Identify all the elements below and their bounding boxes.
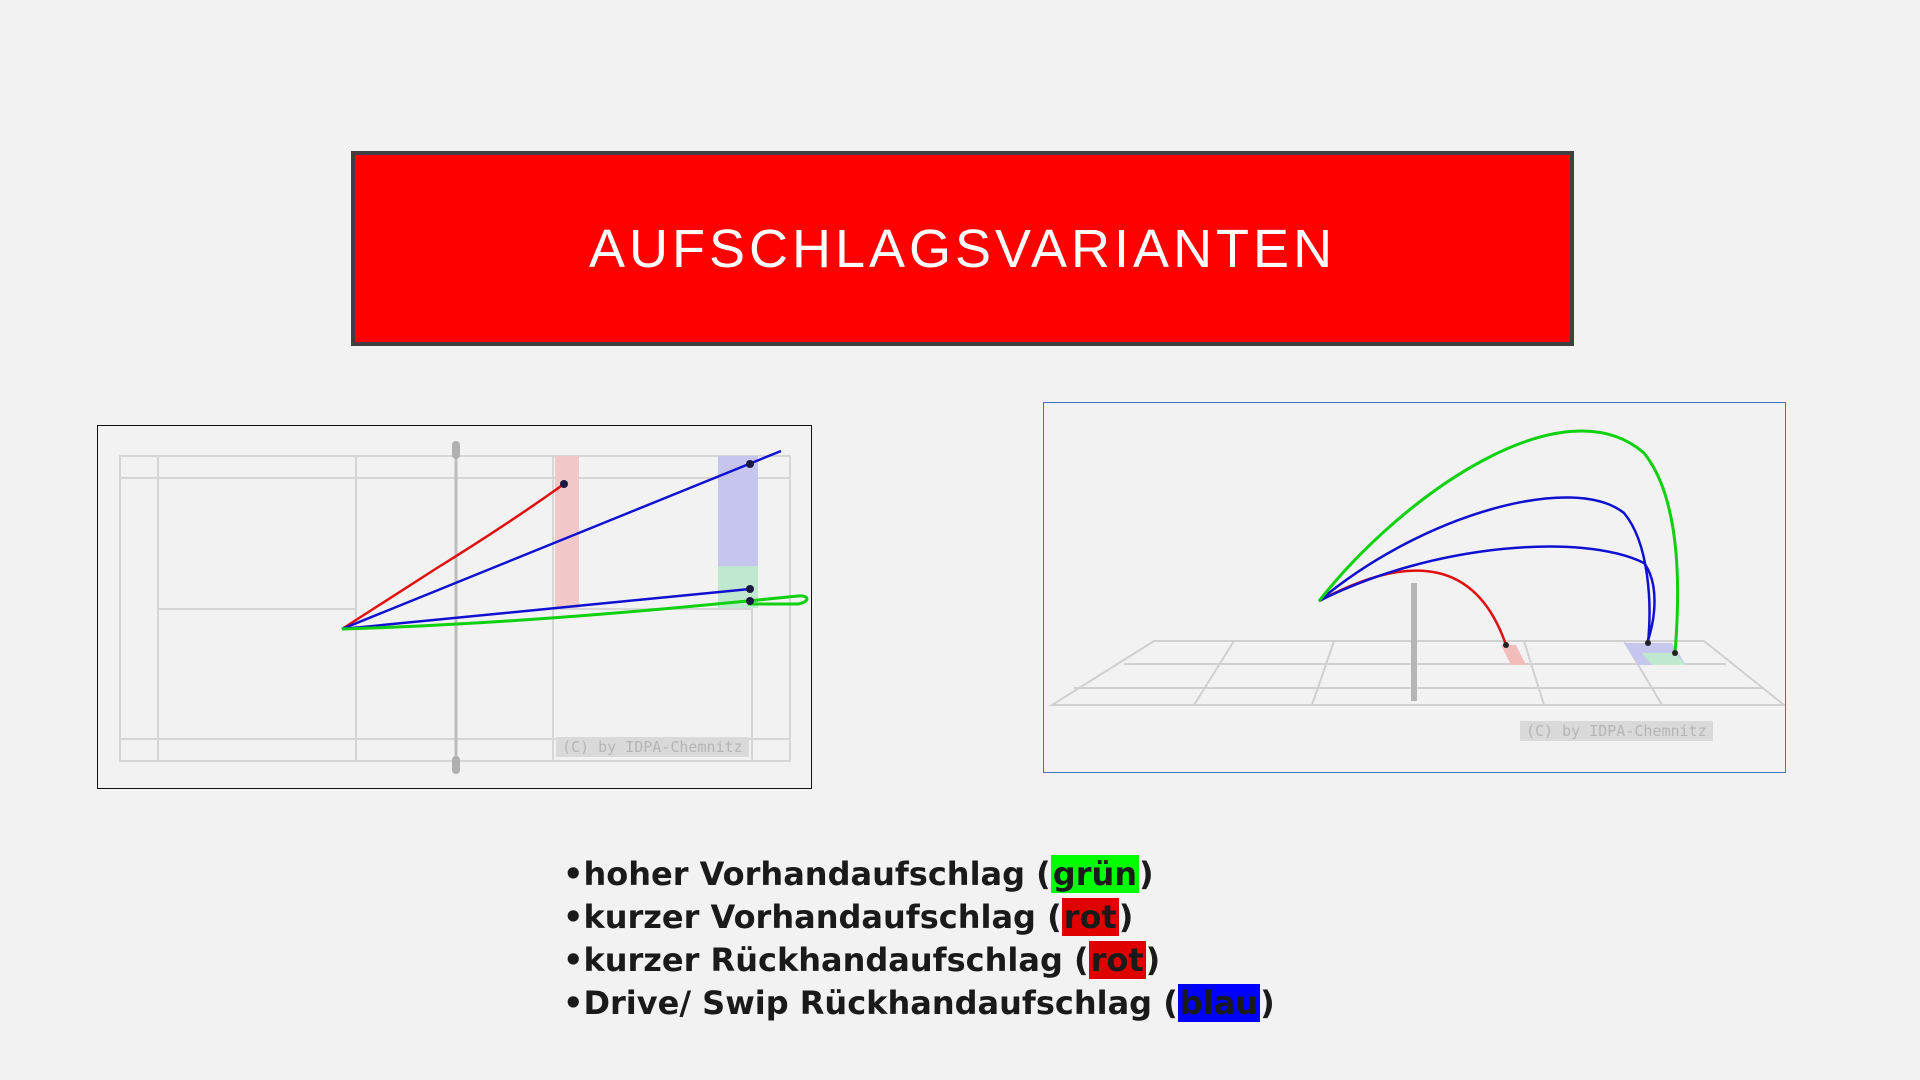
blue-trajectory-3d-low: [1318, 545, 1656, 644]
red-trajectory: [341, 482, 565, 631]
watermark: (C) by IDPA-Chemnitz: [1520, 721, 1713, 741]
short-zone-3d: [1501, 645, 1526, 665]
color-swatch-red: rot: [1088, 941, 1146, 979]
title-banner: AUFSCHLAGSVARIANTEN: [351, 151, 1574, 346]
blue-trajectory-3d-mid: [1318, 496, 1651, 644]
landing-points-3d: [1503, 640, 1678, 656]
blue-trajectory-1: [341, 449, 782, 631]
legend-item-drive-swip-backhand: •Drive/ Swip Rückhandaufschlag (blau): [563, 984, 1275, 1022]
court-3d-view-svg: [1048, 429, 1785, 706]
blue-trajectory-2: [341, 587, 751, 631]
legend-item-short-backhand: •kurzer Rückhandaufschlag (rot): [563, 941, 1161, 979]
legend-item-high-forehand: •hoher Vorhandaufschlag (grün): [563, 855, 1154, 893]
color-swatch-green: grün: [1050, 855, 1140, 893]
legend-item-short-forehand: •kurzer Vorhandaufschlag (rot): [563, 898, 1134, 936]
watermark: (C) by IDPA-Chemnitz: [556, 737, 749, 757]
court-3d-view-diagram: (C) by IDPA-Chemnitz: [1043, 402, 1786, 773]
net: [452, 441, 460, 774]
serve-legend: •hoher Vorhandaufschlag (grün) •kurzer V…: [563, 853, 1275, 1025]
landing-points: [560, 460, 754, 605]
long-serve-zone-blue: [718, 456, 758, 566]
slide-title: AUFSCHLAGSVARIANTEN: [588, 218, 1337, 279]
green-trajectory-3d: [1317, 429, 1680, 654]
court-top-view-diagram: (C) by IDPA-Chemnitz: [97, 425, 812, 789]
color-swatch-red: rot: [1061, 898, 1119, 936]
green-trajectory: [341, 594, 809, 631]
short-serve-zone: [555, 456, 579, 608]
court-top-view-svg: [119, 441, 809, 774]
court-lines-3d: [1048, 640, 1785, 706]
color-swatch-blue: blau: [1177, 984, 1261, 1022]
